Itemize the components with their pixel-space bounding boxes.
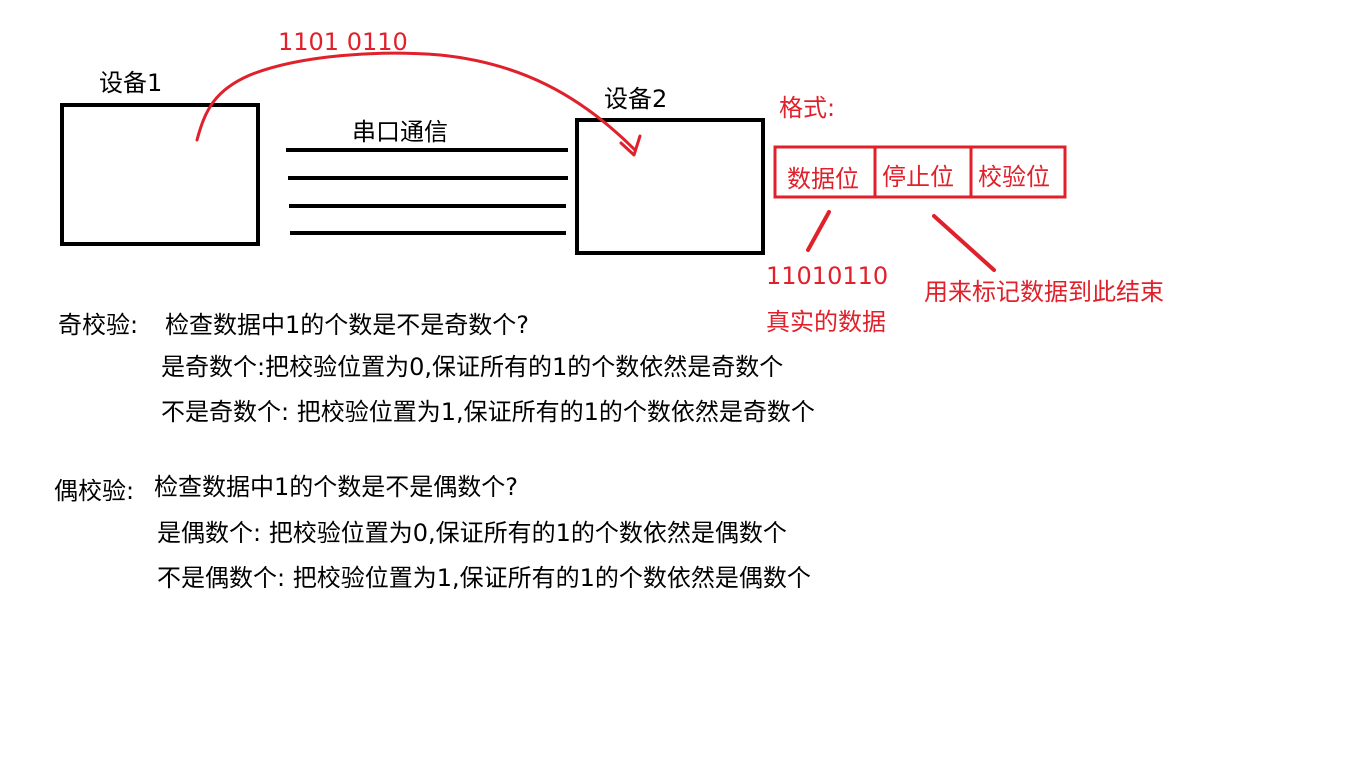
odd-parity-case-no: 不是奇数个: 把校验位置为1,保证所有的1的个数依然是奇数个 bbox=[161, 398, 815, 426]
format-outer-box bbox=[773, 145, 1067, 199]
stop-bits-pointer bbox=[932, 214, 996, 272]
format-frame bbox=[773, 145, 1067, 199]
data-example-note: 真实的数据 bbox=[766, 308, 886, 336]
data-example-bits: 11010110 bbox=[766, 262, 889, 290]
even-parity-case-yes: 是偶数个: 把校验位置为0,保证所有的1的个数依然是偶数个 bbox=[157, 519, 787, 547]
link-label: 串口通信 bbox=[352, 118, 448, 146]
field-stop-bits: 停止位 bbox=[882, 163, 954, 191]
odd-parity-heading: 奇校验: bbox=[58, 311, 139, 339]
even-parity-case-no: 不是偶数个: 把校验位置为1,保证所有的1的个数依然是偶数个 bbox=[157, 564, 811, 592]
device1-label: 设备1 bbox=[99, 69, 163, 97]
format-title: 格式: bbox=[779, 94, 836, 122]
even-parity-heading: 偶校验: bbox=[54, 477, 135, 505]
device2-box bbox=[575, 118, 765, 255]
data-bits-pointer bbox=[806, 210, 831, 252]
device2-label: 设备2 bbox=[604, 85, 668, 113]
transfer-arrow bbox=[195, 51, 637, 152]
stop-bits-note: 用来标记数据到此结束 bbox=[924, 278, 1164, 306]
transfer-arrow-head bbox=[619, 134, 642, 157]
odd-parity-case-yes: 是奇数个:把校验位置为0,保证所有的1的个数依然是奇数个 bbox=[161, 353, 784, 381]
transmitted-bits: 1101 0110 bbox=[278, 28, 408, 56]
even-parity-question: 检查数据中1的个数是不是偶数个? bbox=[154, 473, 519, 501]
device1-box bbox=[60, 103, 260, 246]
serial-lines bbox=[286, 148, 568, 235]
field-data-bits: 数据位 bbox=[787, 165, 859, 193]
field-parity-bit: 校验位 bbox=[978, 163, 1050, 191]
odd-parity-question: 检查数据中1的个数是不是奇数个? bbox=[165, 311, 530, 339]
